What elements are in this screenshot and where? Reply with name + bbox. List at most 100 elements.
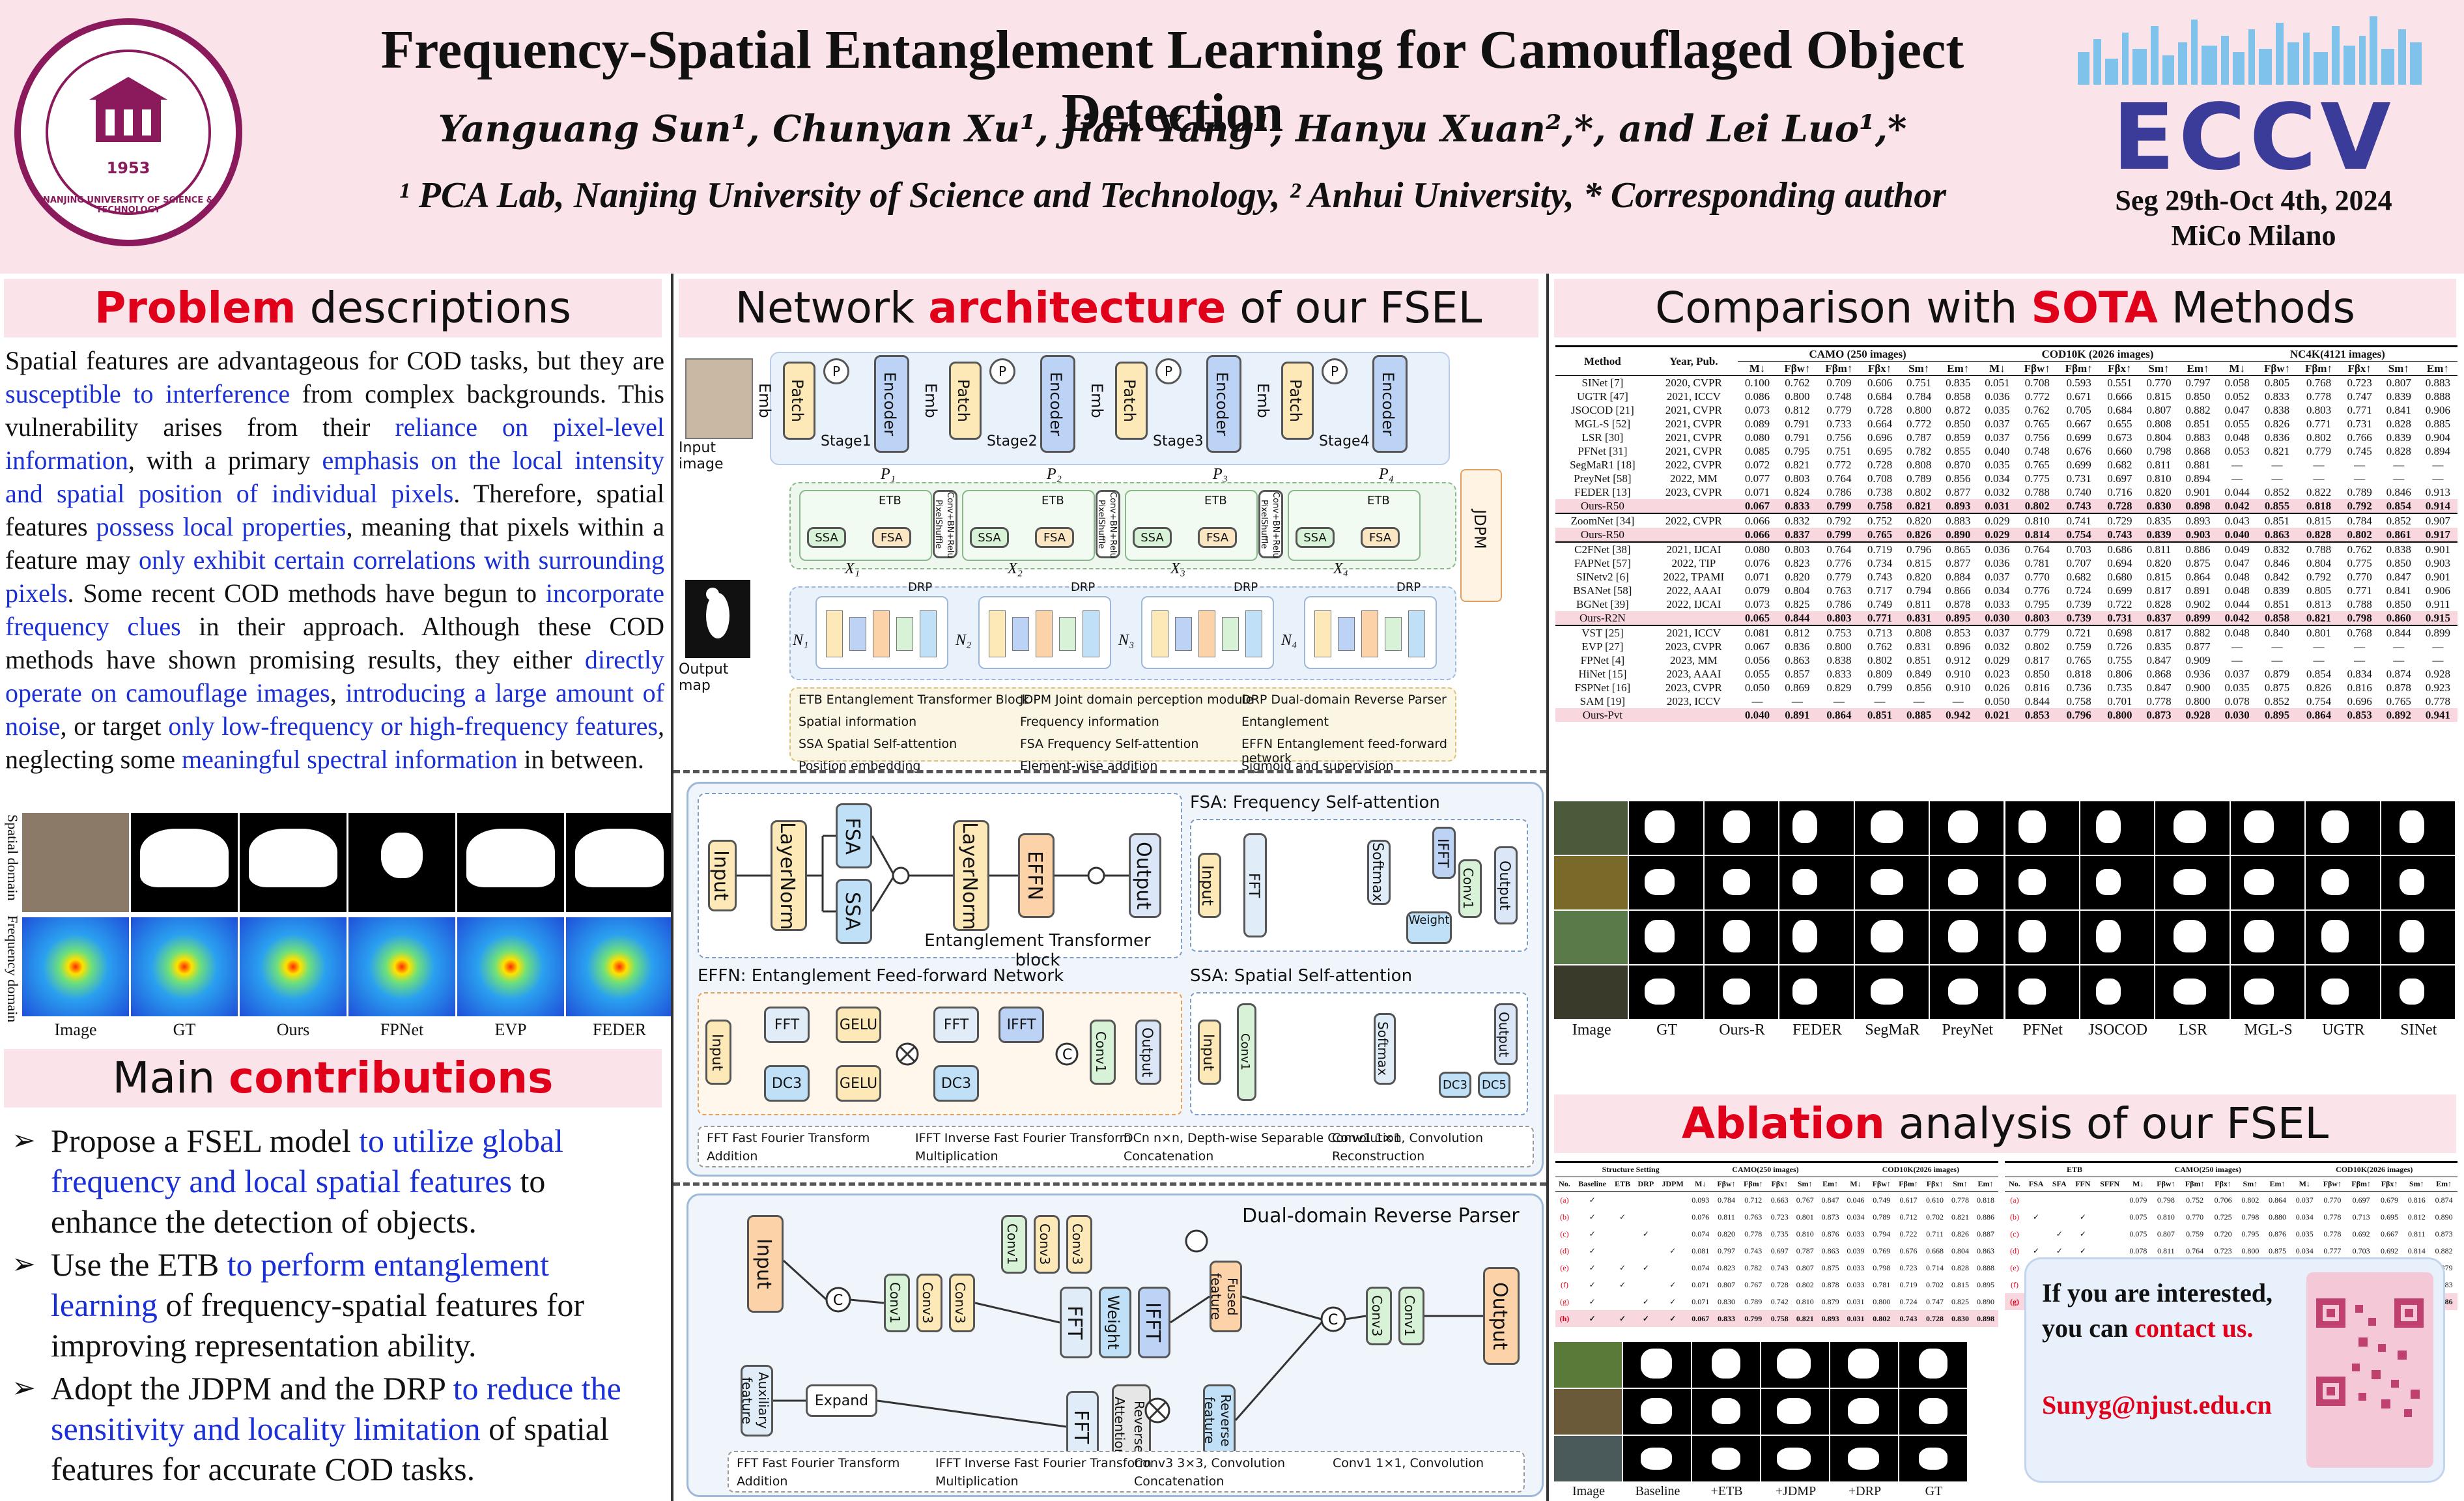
table-cell: — bbox=[2313, 653, 2325, 666]
drp-bar bbox=[1245, 610, 1262, 657]
effn-box: Input FFT DC3 GELU GELU FFT DC3 IFFT Con… bbox=[698, 992, 1182, 1115]
mask-shape bbox=[1712, 1349, 1740, 1379]
table-cell: — bbox=[2432, 640, 2444, 653]
ablation-cell bbox=[1611, 1225, 1634, 1242]
table-cell: — bbox=[1913, 694, 1925, 708]
etb-caption: Entanglement Transformer block bbox=[924, 931, 1151, 970]
qr-code[interactable] bbox=[2306, 1272, 2433, 1468]
table-cell: — bbox=[2393, 472, 2405, 485]
ablation-visual-cell bbox=[1830, 1436, 1898, 1481]
ablation-cell: 0.610 bbox=[1926, 1195, 1944, 1205]
table-cell: 0.745 bbox=[2347, 444, 2372, 457]
ablation-cell: 0.810 bbox=[1796, 1296, 1814, 1306]
table-cell: 0.815 bbox=[2297, 513, 2340, 528]
contact-email[interactable]: Sunyg@njust.edu.cn bbox=[2042, 1390, 2272, 1420]
table-cell: 0.841 bbox=[2386, 403, 2411, 416]
input-image-label: Input image bbox=[679, 440, 724, 472]
table-cell: 0.826 bbox=[1899, 528, 1939, 542]
table-cell: 0.738 bbox=[1867, 485, 1893, 498]
table-cell: 0.782 bbox=[1906, 444, 1932, 457]
table-cell: 0.077 bbox=[1744, 472, 1770, 485]
frequency-image bbox=[240, 917, 347, 1016]
table-cell: 0.709 bbox=[1826, 376, 1852, 389]
legend-item: EFFN Entanglement feed-forward network bbox=[1241, 737, 1447, 765]
effn-diagram: EFFN: Entanglement Feed-forward Network … bbox=[698, 966, 1182, 1116]
x-label: X₄ bbox=[1333, 560, 1349, 577]
mask-shape bbox=[2243, 920, 2274, 952]
qr-code-icon bbox=[2316, 1298, 2424, 1417]
effn-dc3-b: DC3 bbox=[933, 1065, 979, 1102]
legend-item: DRP Dual-domain Reverse Parser bbox=[1241, 693, 1447, 707]
ablation-cell: ✓ bbox=[1619, 1212, 1626, 1222]
sota-visual-caption: LSR bbox=[2179, 1022, 2208, 1038]
table-cell: 0.838 bbox=[1826, 653, 1852, 666]
contribution-text: Propose a FSEL model bbox=[51, 1122, 360, 1159]
ssa-conv1: Conv1 bbox=[1237, 1003, 1256, 1101]
table-cell: BGNet [39] bbox=[1576, 597, 1629, 610]
sota-visual-cell bbox=[2155, 965, 2230, 1019]
ablation-cell: (d) bbox=[1559, 1246, 1569, 1255]
mask-shape bbox=[2018, 810, 2046, 843]
drp-block: DRP bbox=[1304, 580, 1437, 669]
problem-text-span: from complex backgrounds. This vulnerabi… bbox=[5, 379, 664, 442]
conference-name: ECCV bbox=[2112, 85, 2395, 191]
table-cell: 0.763 bbox=[1826, 584, 1852, 597]
ablation-cell: 0.807 bbox=[2157, 1229, 2175, 1238]
ablation-cell: 0.075 bbox=[2129, 1229, 2147, 1238]
table-cell: 0.792 bbox=[2306, 570, 2332, 583]
ablation-cell: 0.811 bbox=[1718, 1212, 1735, 1222]
table-cell: 0.803 bbox=[2306, 403, 2332, 416]
table-cell: — bbox=[2432, 472, 2444, 485]
table-cell: 0.942 bbox=[1938, 708, 1978, 722]
table-cell: 0.824 bbox=[1785, 485, 1810, 498]
mask-shape bbox=[2095, 869, 2121, 895]
ablation-header-cell: ETB bbox=[1611, 1177, 1634, 1192]
ablation-cell: 0.798 bbox=[2241, 1212, 2259, 1222]
ablation-cell: 0.714 bbox=[1926, 1263, 1944, 1272]
table-cell: 0.764 bbox=[1826, 472, 1852, 485]
fsa-block: FSA bbox=[1361, 527, 1400, 548]
ablation-visual-cell bbox=[1761, 1436, 1829, 1481]
table-cell: 0.765 bbox=[1860, 528, 1900, 542]
table-cell: — bbox=[1874, 694, 1886, 708]
ablation-cell: ✓ bbox=[1642, 1296, 1649, 1306]
drp-bar bbox=[1036, 610, 1053, 657]
ablation-cell: 0.074 bbox=[1692, 1263, 1710, 1272]
legend-item: Position embedding bbox=[799, 759, 921, 773]
mask-shape bbox=[575, 829, 664, 887]
table-cell: 0.756 bbox=[1826, 431, 1852, 444]
encoder-block: Encoder bbox=[1040, 355, 1075, 453]
table-cell: — bbox=[1952, 694, 1964, 708]
table-subheader-cell: Fβx↑ bbox=[1860, 361, 1900, 376]
spatial-image bbox=[131, 813, 238, 912]
legend-item: Conv3 3×3, Convolution bbox=[1134, 1456, 1285, 1470]
table-cell: 0.733 bbox=[1826, 417, 1852, 430]
ablation-cell: ✓ bbox=[1611, 1310, 1634, 1327]
mask-shape bbox=[466, 829, 555, 887]
x-label: X₂ bbox=[1008, 560, 1023, 577]
ablation-cell: 0.876 bbox=[2269, 1229, 2287, 1238]
table-cell: 0.888 bbox=[2425, 390, 2451, 403]
table-cell: 0.821 bbox=[2264, 444, 2290, 457]
p-label: P₄ bbox=[1379, 466, 1395, 483]
drp-block: DRP bbox=[815, 580, 948, 669]
ablation-cell: ✓ bbox=[1669, 1296, 1677, 1306]
drp-conv3-b: Conv3 bbox=[949, 1274, 975, 1332]
ablation-cell: 0.713 bbox=[2352, 1212, 2370, 1222]
ablation-cell: 0.826 bbox=[1951, 1229, 1969, 1238]
ablation-cell: 0.667 bbox=[2381, 1229, 2399, 1238]
table-cell: 0.832 bbox=[2256, 541, 2298, 556]
mask-shape bbox=[2095, 920, 2121, 952]
mask-shape bbox=[1712, 1448, 1740, 1470]
table-cell: 0.076 bbox=[1744, 556, 1770, 569]
problem-text-span: possess local properties bbox=[96, 512, 347, 541]
ablation-cell: (d) bbox=[2009, 1246, 2019, 1255]
